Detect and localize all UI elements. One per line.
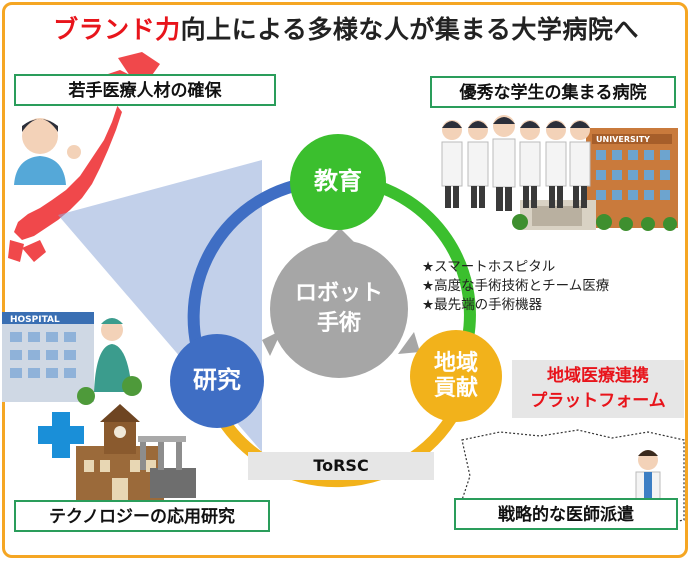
students-university-illustration: UNIVERSITY <box>441 115 678 231</box>
node-community-label-2: 貢献 <box>433 376 478 401</box>
node-education-label: 教育 <box>314 167 362 196</box>
feature-item: ★高度な手術技術とチーム医療 <box>422 278 610 294</box>
label-excellent-students: 優秀な学生の集まる病院 <box>430 76 676 108</box>
feature-item: ★スマートホスピタル <box>422 259 556 275</box>
feature-item: ★最先端の手術機器 <box>422 297 543 313</box>
node-community: 地域貢献 <box>410 330 502 422</box>
label-technology-research: テクノロジーの応用研究 <box>14 500 270 532</box>
platform-line-2: プラットフォーム <box>530 391 666 411</box>
center-label-1: ロボット <box>294 281 383 307</box>
node-research-label: 研究 <box>193 366 241 395</box>
node-research: 研究 <box>170 334 264 428</box>
title-brand: ブランド力 <box>53 15 181 44</box>
surgical-robot <box>138 436 196 498</box>
hospital-illustration: HOSPITAL <box>2 312 142 405</box>
hospital-sign: HOSPITAL <box>10 315 60 325</box>
university-sign: UNIVERSITY <box>596 135 650 144</box>
label-young-medical-talent: 若手医療人材の確保 <box>14 74 276 106</box>
center-label-2: 手術 <box>316 311 361 336</box>
triangle-arrow-right <box>398 332 420 354</box>
torsc-label: ToRSC <box>248 452 434 480</box>
research-lab-illustration <box>38 404 196 504</box>
center-robotic-surgery: ロボット手術 <box>270 240 408 378</box>
feature-list: ★スマートホスピタル ★高度な手術技術とチーム医療 ★最先端の手術機器 <box>422 258 609 315</box>
title-rest: 向上による多様な人が集まる大学病院へ <box>180 15 639 44</box>
doctor-illustration-topleft <box>14 118 81 185</box>
node-education: 教育 <box>290 134 386 230</box>
regional-platform-box: 地域医療連携 プラットフォーム <box>512 360 684 418</box>
slide-title: ブランド力向上による多様な人が集まる大学病院へ <box>0 10 692 46</box>
label-strategic-dispatch: 戦略的な医師派遣 <box>454 498 678 530</box>
platform-line-1: 地域医療連携 <box>547 366 649 386</box>
node-community-label-1: 地域 <box>433 350 478 376</box>
